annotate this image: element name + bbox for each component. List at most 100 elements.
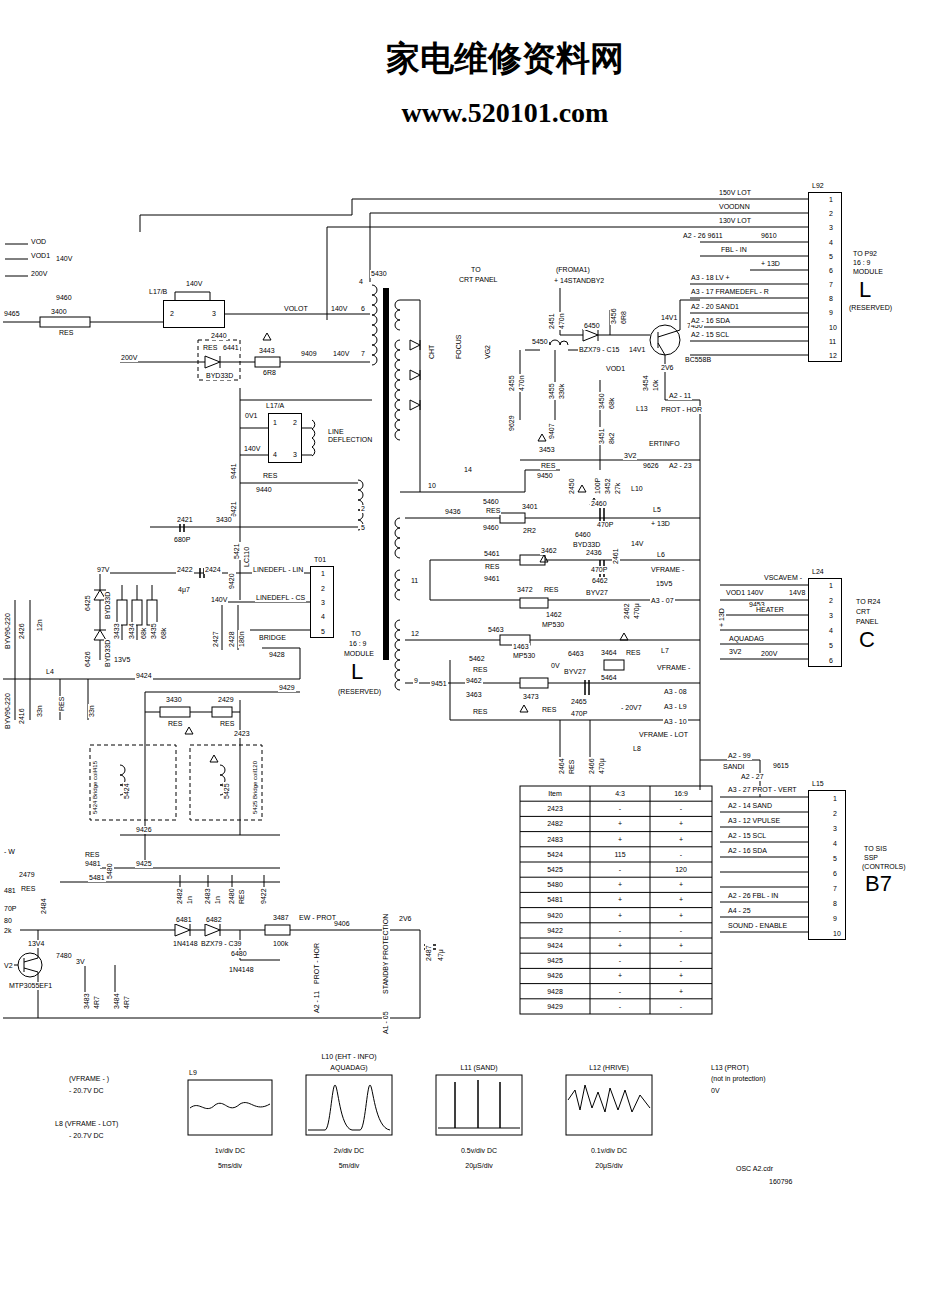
label: 2416 xyxy=(18,707,26,725)
label: 4R7 xyxy=(123,995,131,1010)
label: LC110 xyxy=(243,546,251,568)
label: 5424 xyxy=(546,851,564,859)
label: - 20.7V DC xyxy=(68,1132,105,1140)
transistor-symbol xyxy=(658,330,680,355)
label: 9615 xyxy=(772,762,790,770)
pin-number: 4 xyxy=(829,627,833,635)
wire xyxy=(3,930,420,1018)
table-grid xyxy=(520,801,712,999)
label: RES xyxy=(543,586,559,594)
wire xyxy=(15,600,88,720)
label: VSCAVEM - xyxy=(763,574,803,582)
label: 3443 xyxy=(258,347,276,355)
pin-number: 4 xyxy=(321,613,325,621)
label: RES xyxy=(202,344,218,352)
wire xyxy=(145,692,240,868)
scope-trace xyxy=(568,1085,650,1112)
label: - xyxy=(679,927,683,935)
label: 5424 Bridge coil415 xyxy=(92,760,99,815)
label: 5462 xyxy=(468,655,486,663)
label: A3 - 18 LV + xyxy=(690,274,731,282)
label: 1N4148 xyxy=(172,940,199,948)
coil-symbol xyxy=(395,300,400,330)
coil-symbol xyxy=(120,285,568,795)
label: L13 xyxy=(635,405,649,413)
label: 3452 xyxy=(604,477,612,495)
capacitor-symbol xyxy=(180,508,604,949)
pin-number: 10 xyxy=(829,324,837,332)
label: L10 (EHT - INFO) xyxy=(320,1053,377,1061)
wire xyxy=(720,797,808,932)
label: 3V2 xyxy=(728,648,742,656)
label: 13V4 xyxy=(27,940,45,948)
label: TO R24 xyxy=(855,598,881,606)
label: TO xyxy=(470,266,482,274)
label: 1463 xyxy=(512,643,530,651)
label: MTP3055EF1 xyxy=(8,982,53,990)
label: 9460 xyxy=(55,294,73,302)
label: RES xyxy=(219,720,235,728)
label: 6462 xyxy=(591,577,609,585)
label: 16 : 9 xyxy=(852,259,872,267)
pin-number: 12 xyxy=(829,352,837,360)
label: 150V LOT xyxy=(718,189,752,197)
label: 3451 xyxy=(598,427,606,445)
label: 3473 xyxy=(522,693,540,701)
label: 2R2 xyxy=(522,527,537,535)
label: HEATER xyxy=(755,606,785,614)
label: 2421 xyxy=(176,516,194,524)
label: 2424 xyxy=(204,566,222,574)
label: (not in protection) xyxy=(710,1075,766,1083)
label: 6441 xyxy=(222,344,240,352)
label: 6R8 xyxy=(620,310,628,325)
label: 3433 xyxy=(113,622,121,640)
pin-number: 3 xyxy=(321,599,325,607)
label: 2482 xyxy=(546,820,564,828)
label: 5450 xyxy=(531,338,549,346)
label: 2v/div DC xyxy=(333,1147,365,1155)
label: 6482 xyxy=(205,916,223,924)
label: 0.1v/div DC xyxy=(590,1147,628,1155)
scope-trace xyxy=(188,1075,652,1135)
wire xyxy=(720,585,808,659)
label: 14V xyxy=(630,540,644,548)
label: BYV96-220 xyxy=(4,612,12,650)
pin-number: 1 xyxy=(833,795,837,803)
label: 140V xyxy=(185,280,203,288)
label: PANEL xyxy=(855,618,879,626)
scope-trace xyxy=(566,1075,652,1135)
label: 9422 xyxy=(546,927,564,935)
label: 9 xyxy=(413,677,419,685)
connector-block: L24123456 xyxy=(808,578,842,667)
label: 6425 xyxy=(84,594,92,612)
label: + xyxy=(617,881,623,889)
pin-number: 7 xyxy=(833,885,837,893)
label: L8 (VFRAME - LOT) xyxy=(54,1120,119,1128)
label: 9420 xyxy=(228,572,236,590)
label: AQUADAG xyxy=(728,635,765,643)
wire xyxy=(405,518,700,720)
label: 470n xyxy=(558,312,566,330)
transistor-symbol xyxy=(18,953,42,977)
label: 6 xyxy=(360,305,366,313)
wire xyxy=(3,199,808,1018)
wire xyxy=(560,288,700,400)
pin-number: 2 xyxy=(829,597,833,605)
diode-symbol xyxy=(410,340,420,350)
label: 470P xyxy=(570,710,588,718)
label: BRIDGE xyxy=(258,634,287,642)
label: 481 xyxy=(3,887,17,895)
label: 3430 xyxy=(165,696,183,704)
label: 3V2 xyxy=(623,452,637,460)
label: A3 - 10 xyxy=(663,718,688,726)
label: - xyxy=(679,851,683,859)
label: A2 - 11 xyxy=(313,990,321,1014)
label: 33n xyxy=(88,704,96,718)
label: VFRAME - LOT xyxy=(638,731,689,739)
label: TO P92 xyxy=(852,250,878,258)
label: 6463 xyxy=(567,650,585,658)
label: 0V1 xyxy=(244,412,258,420)
label: 9629 xyxy=(508,414,516,432)
label: RES xyxy=(472,708,488,716)
label: 140V xyxy=(210,596,228,604)
